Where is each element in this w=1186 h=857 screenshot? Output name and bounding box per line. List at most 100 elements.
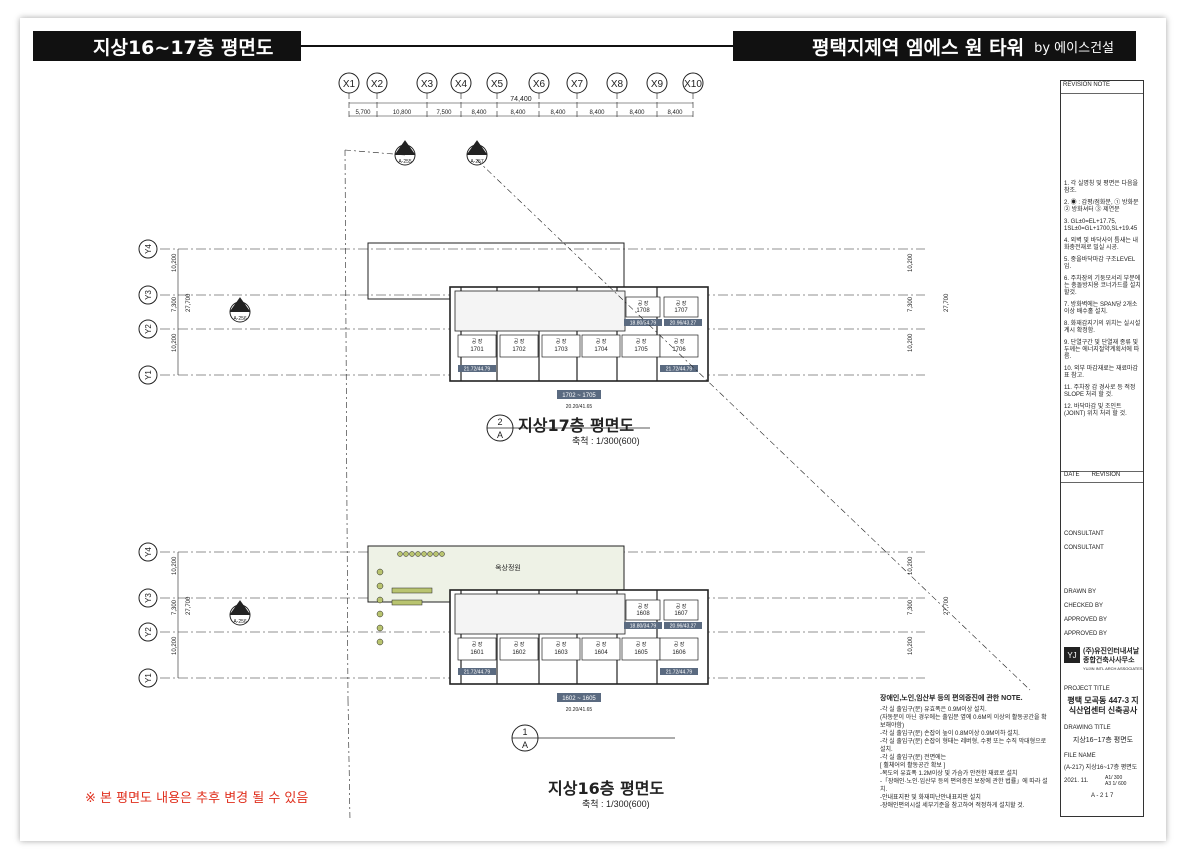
unit-box — [659, 637, 699, 661]
document-frame — [20, 18, 1166, 841]
dim-row: 7,300 — [908, 599, 914, 615]
dim-span: 8,400 — [629, 110, 645, 116]
note-line: -각 실 출입구(문) 손잡이 형태는 레버형, 수평 또는 수직 막대형으로 … — [880, 739, 1047, 753]
grid-label-x1: X1 — [343, 79, 356, 90]
unit-box — [499, 637, 539, 661]
grid-label-y2: Y2 — [144, 627, 153, 637]
note-line: -각 실 출입구(문) 유효폭은 0.9M이상 설치. — [880, 707, 987, 713]
unit-box — [625, 599, 661, 621]
unit-label: 공 장 — [676, 603, 687, 610]
note-line: -장애인편의시설 세부기준을 참고하여 적정하게 설치할 것. — [880, 803, 1025, 809]
unit-label: 공 장 — [674, 338, 685, 345]
tb-date: 2021. 11. — [1064, 778, 1089, 784]
tb-file-name: (A-217) 지상16~17층 평면도 — [1064, 765, 1138, 771]
range-text: 1702 ~ 1705 — [562, 393, 596, 399]
garden-shrub — [439, 551, 445, 557]
plan16-title: 지상16층 평면도 — [548, 779, 665, 798]
unit-number: 1708 — [636, 308, 650, 314]
garden-tree — [376, 610, 384, 618]
range-tag — [557, 693, 601, 702]
dim-row-total: 27,700 — [944, 293, 950, 312]
unit-box — [659, 334, 699, 358]
plan16-scale: 축척 : 1/300(600) — [582, 799, 650, 809]
plan-number: 2 — [497, 417, 502, 427]
general-note: 12. 바닥마감 및 조인트(JOINT) 위치 처리 할 것. — [1064, 404, 1127, 417]
note-lines: -각 실 출입구(문) 유효폭은 0.9M이상 설치. (자동문이 아닌 경우에는… — [880, 706, 1050, 810]
unit-label: 공 장 — [596, 641, 607, 648]
unit-box — [457, 334, 497, 358]
grid-bubble-y4 — [138, 239, 158, 259]
garden-tree — [376, 582, 384, 590]
grid-label-y2: Y2 — [144, 324, 153, 334]
title-block: REVISION NOTE 1. 각 실명칭 및 평면은 다음을 참조.2. ◉… — [1060, 80, 1144, 817]
unit-label: 공 장 — [472, 338, 483, 345]
date-label: DATE — [1064, 472, 1080, 478]
accessibility-note: 장애인,노인,임산부 등의 편의증진에 관한 NOTE. -각 실 출입구(문)… — [880, 695, 1050, 820]
unit-label: 공 장 — [556, 338, 567, 345]
unit-number: 1603 — [554, 650, 568, 656]
area-tag — [624, 319, 662, 326]
unit-box — [541, 334, 581, 358]
range-area: 20.20/41.65 — [566, 404, 593, 410]
drawn-by-label: DRAWN BY — [1064, 589, 1097, 595]
garden-shrub — [433, 551, 439, 557]
grid-label-y4: Y4 — [144, 547, 153, 557]
tb-project-title: 평택 모곡동 447-3 지식산업센터 신축공사 — [1067, 696, 1139, 715]
dim-span: 8,400 — [550, 110, 566, 116]
garden-bed — [391, 587, 433, 594]
garden-shrub — [415, 551, 421, 557]
unit-number: 1704 — [594, 347, 608, 353]
unit-number: 1707 — [674, 308, 688, 314]
roof-garden-label: 옥상정원 — [495, 563, 521, 572]
garden-shrub — [403, 551, 409, 557]
section-mark-ref: A-255 — [398, 159, 412, 165]
unit-number: 1702 — [512, 347, 526, 353]
project-title: 평택지제역 엠에스 원 타워 — [811, 36, 1025, 59]
garden-shrub — [397, 551, 403, 557]
dim-row: 7,300 — [172, 599, 178, 615]
drawing-title-label: DRAWING TITLE — [1064, 725, 1111, 731]
dim-row: 10,200 — [908, 333, 914, 352]
unit-number: 1605 — [634, 650, 648, 656]
area-tag — [660, 668, 698, 675]
general-note: 11. 주차장 감 경사로 등 적정 SLOPE 처리 할 것. — [1064, 385, 1136, 398]
general-note: 2. ◉ : 감평/점화분, ① 방화문 ② 방화셔터 ③ 제연문 — [1064, 200, 1139, 213]
firm-name-en: YUJIN INTL ARCH ASSOCIATES — [1083, 666, 1143, 671]
unit-label: 공 장 — [514, 641, 525, 648]
builder-credit: by 에이스건설 — [1034, 40, 1114, 56]
consultant-label-2: CONSULTANT — [1064, 545, 1104, 551]
section-cut-line — [476, 159, 1031, 691]
area-tag-text: 21.72/44.79 — [464, 367, 491, 373]
dim-span: 10,800 — [393, 110, 412, 116]
plan17-title: 지상17층 평면도 — [518, 416, 635, 435]
grid-label-y3: Y3 — [144, 593, 153, 603]
header-rule — [300, 45, 734, 47]
dim-row: 10,200 — [172, 556, 178, 575]
dim-span: 8,400 — [510, 110, 526, 116]
dim-span: 7,500 — [436, 110, 452, 116]
note-line: (자동문이 아닌 경우에는 출입문 옆에 0.6M의 이상의 활동공간을 확보해… — [880, 715, 1047, 729]
file-name-label: FILE NAME — [1064, 753, 1096, 759]
unit-number: 1706 — [672, 347, 686, 353]
grid-label-x3: X3 — [421, 79, 434, 90]
grid-label-y1: Y1 — [144, 673, 153, 683]
unit-label: 공 장 — [636, 338, 647, 345]
unit-number: 1701 — [470, 347, 484, 353]
dim-span: 8,400 — [471, 110, 487, 116]
grid-label-x7: X7 — [571, 79, 584, 90]
section-mark-ref: A-257 — [470, 159, 484, 165]
plan17-scale: 축척 : 1/300(600) — [572, 436, 640, 446]
garden-tree — [376, 624, 384, 632]
grid-label-x5: X5 — [491, 79, 504, 90]
grid-label-x2: X2 — [371, 79, 384, 90]
grid-bubble-y1 — [138, 365, 158, 385]
garden-tree — [376, 638, 384, 646]
unit-box — [457, 637, 497, 661]
section-mark-arrow — [229, 297, 251, 313]
plan-letter: A — [497, 430, 503, 440]
dim-span: 8,400 — [667, 110, 683, 116]
area-tag — [458, 365, 496, 372]
approved-by-label: APPROVED BY — [1064, 617, 1108, 623]
area-tag — [660, 365, 698, 372]
grid-bubble-y4 — [138, 542, 158, 562]
